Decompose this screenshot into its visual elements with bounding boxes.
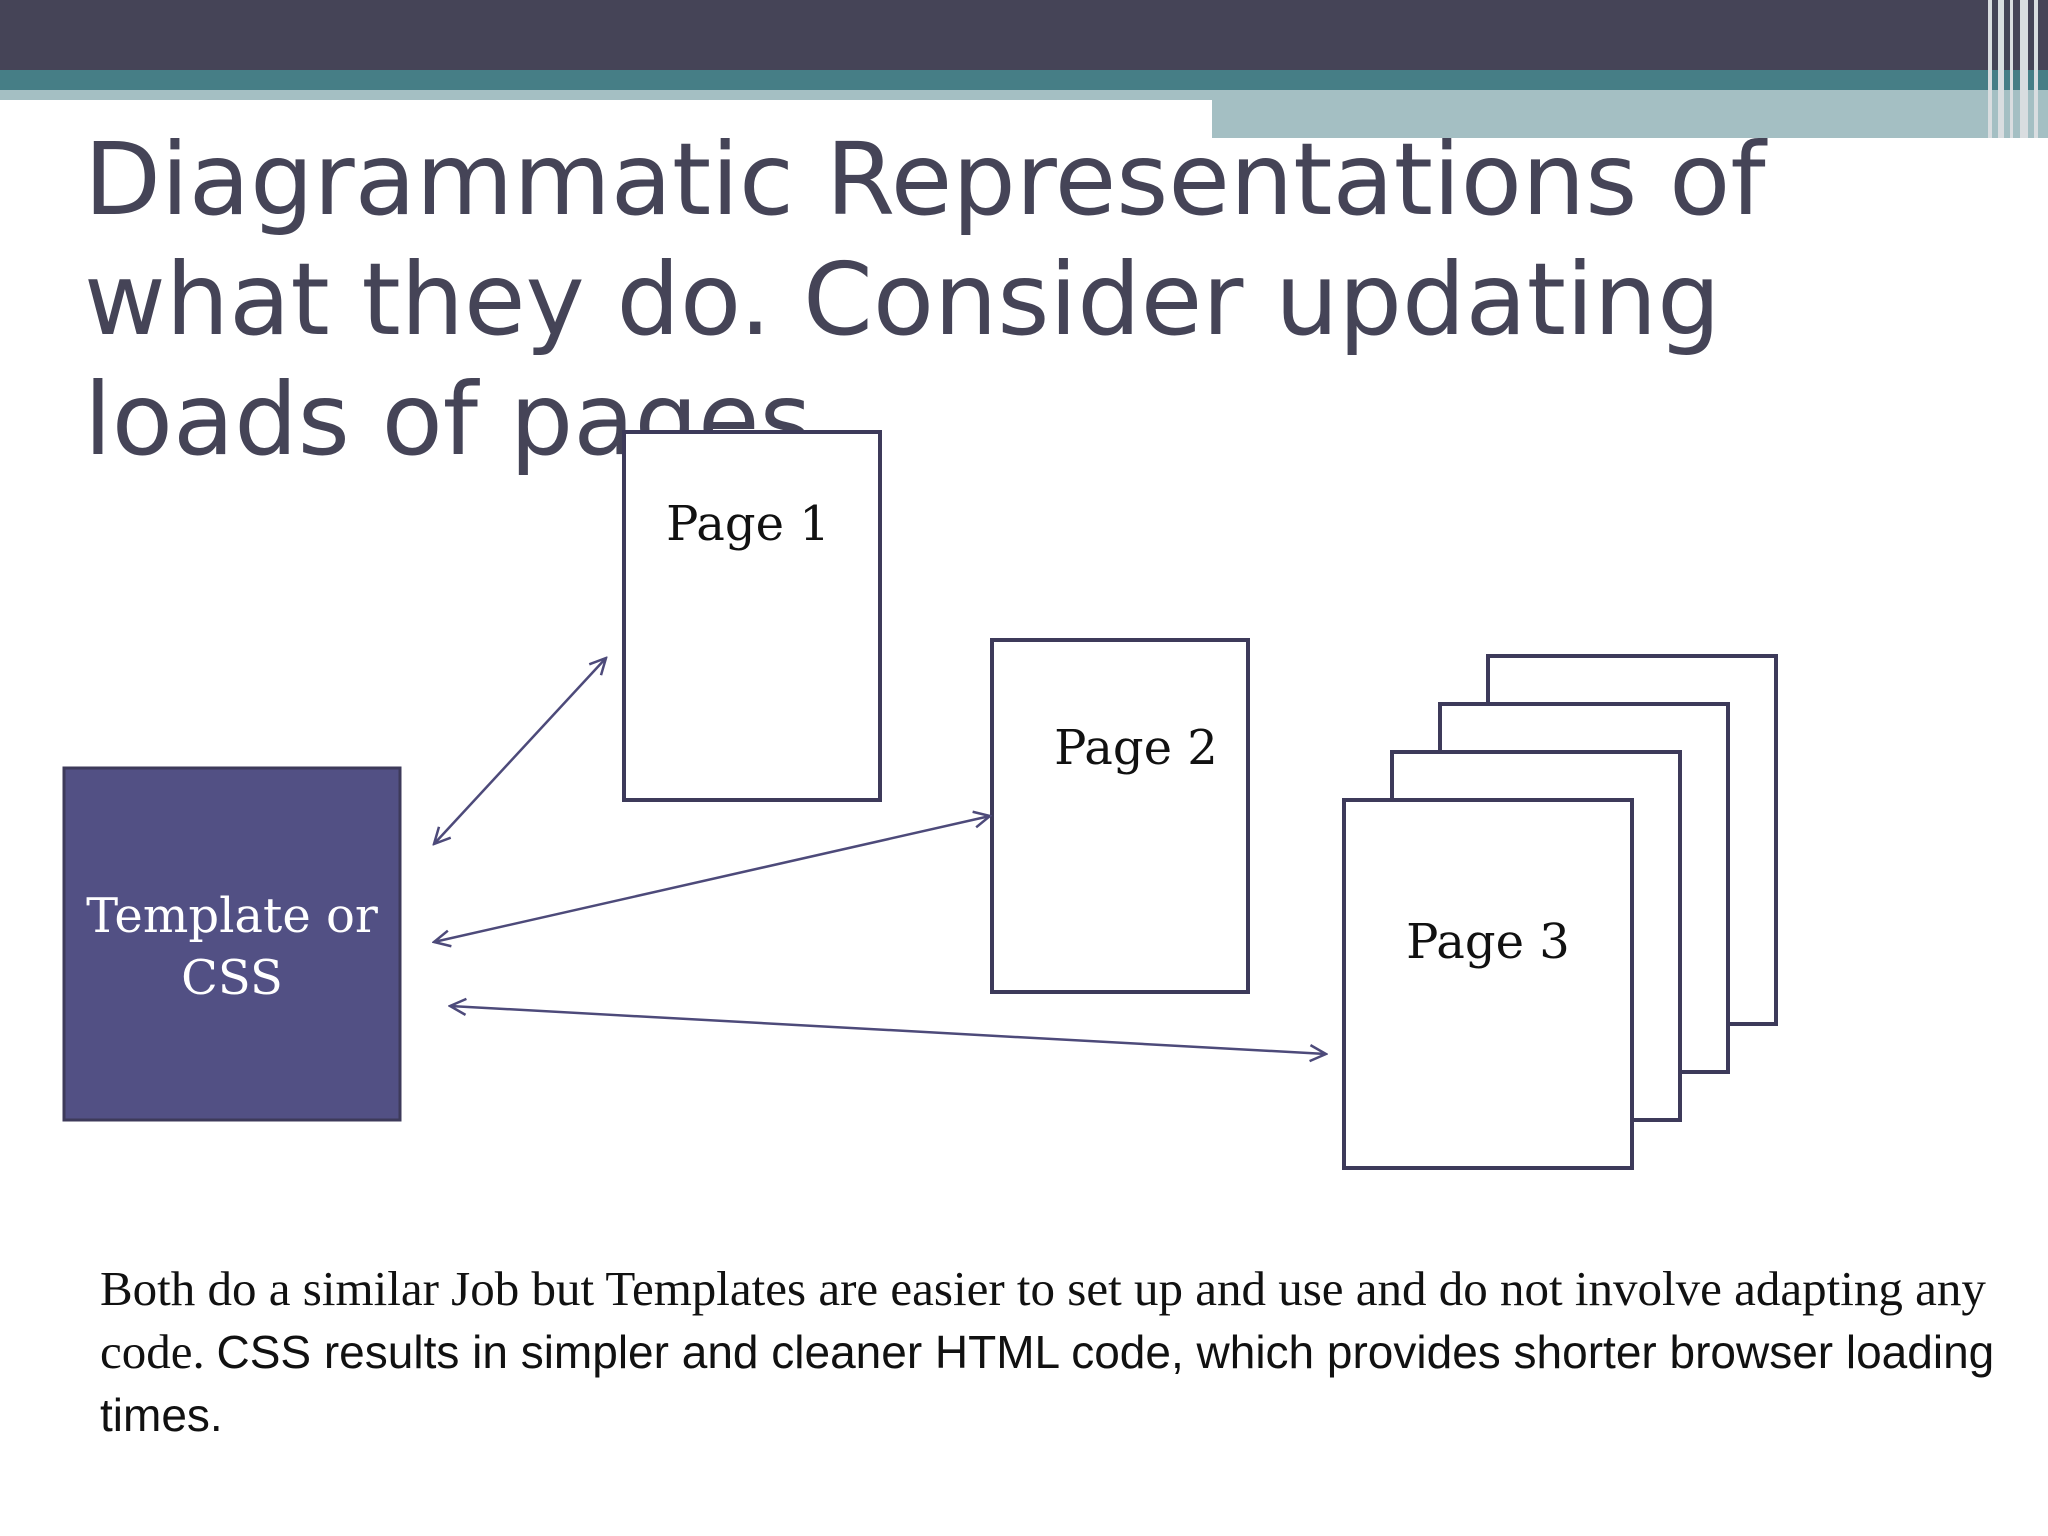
template-label-line2: CSS <box>181 950 283 1006</box>
arrow-template-to-page-1 <box>434 658 606 844</box>
header-band-light-right <box>1212 90 2048 138</box>
page-1-box <box>622 430 882 802</box>
page-3-box <box>1342 798 1634 1170</box>
page-1-label: Page 1 <box>666 496 830 552</box>
header-band-light-left <box>0 90 1212 100</box>
slide-title: Diagrammatic Representations of what the… <box>84 121 1766 478</box>
caption-text: Both do a similar Job but Templates are … <box>100 1258 2000 1447</box>
template-label-line1: Template or <box>86 888 378 944</box>
caption-sans-part: CSS results in simpler and cleaner HTML … <box>100 1326 1995 1441</box>
caption-serif-part: Both do a similar Job but Templates are … <box>100 1261 1986 1379</box>
arrow-template-to-page-3 <box>450 1006 1326 1054</box>
header-stripe <box>2034 0 2038 138</box>
template-box <box>62 766 402 1122</box>
arrow-template-to-page-2 <box>434 816 990 942</box>
page-2-label: Page 2 <box>1054 720 1218 776</box>
header-band-teal <box>0 70 2048 90</box>
header-stripe <box>1998 0 2004 138</box>
header-stripe <box>1988 0 1992 138</box>
page-2-box <box>990 638 1250 994</box>
header-stripes <box>1984 0 2048 138</box>
header-stripe <box>2010 0 2013 138</box>
header-stripe <box>2020 0 2028 138</box>
page-3-label: Page 3 <box>1406 914 1570 970</box>
header-band-dark <box>0 0 2048 70</box>
